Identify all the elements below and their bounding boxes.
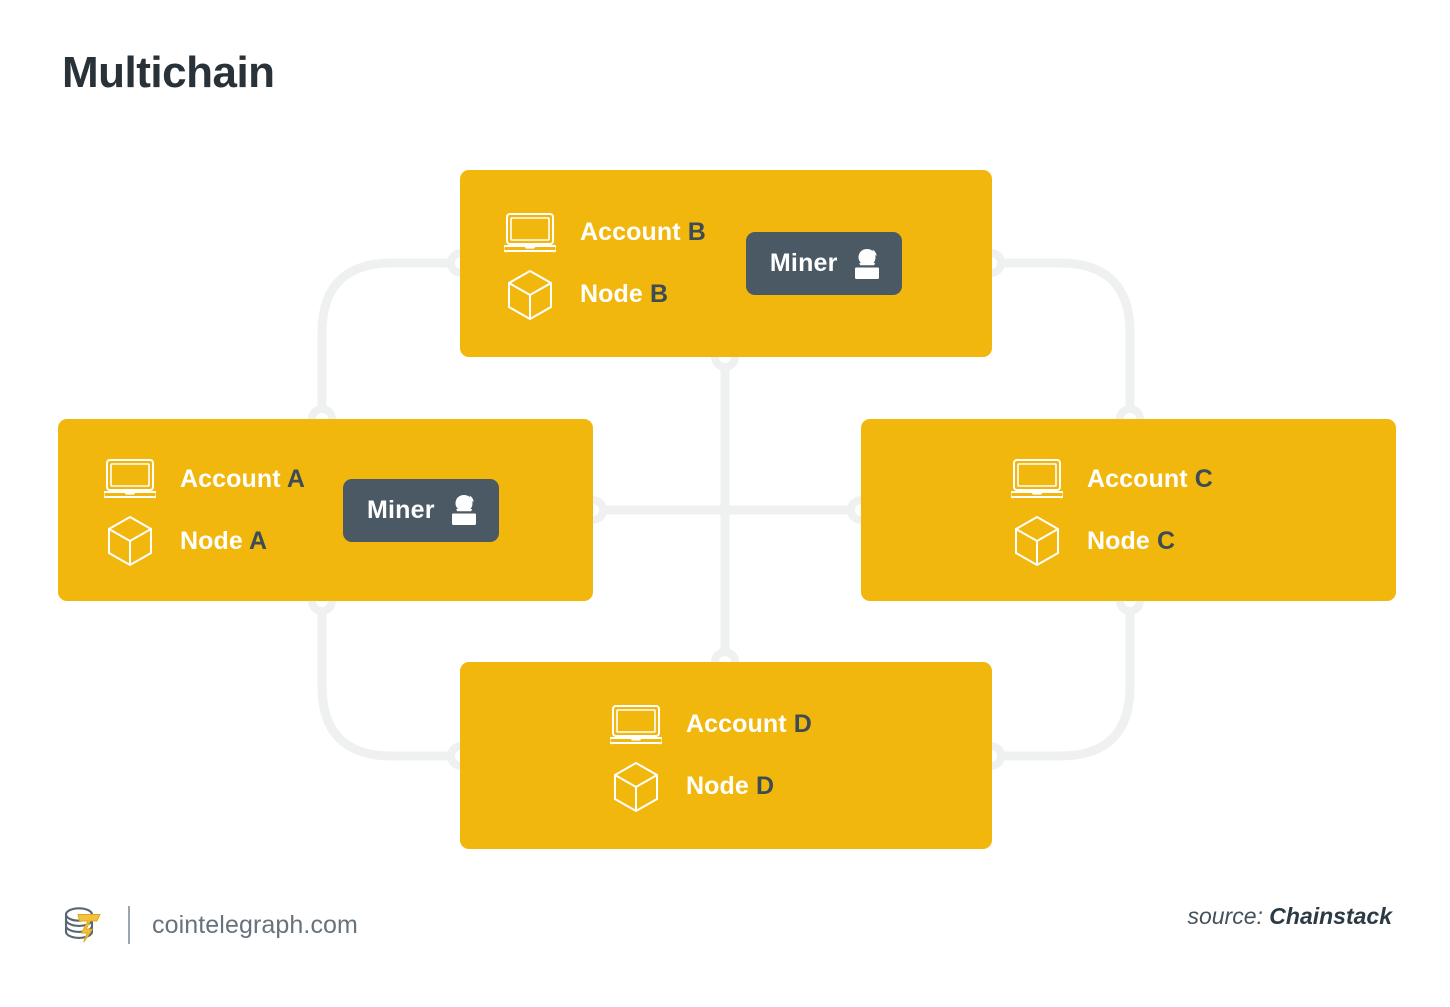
node-a-account-tag: A xyxy=(286,464,305,493)
laptop-icon xyxy=(502,209,558,257)
node-c-node-tag: C xyxy=(1156,526,1176,555)
cointelegraph-coin-logo xyxy=(60,902,106,948)
node-a-node-row: Node A xyxy=(102,515,305,567)
footer: cointelegraph.com source: Chainstack xyxy=(0,895,1450,965)
laptop-icon xyxy=(608,701,664,749)
miner-badge-b-label: Miner xyxy=(769,249,838,277)
node-d-account-row: Account D xyxy=(608,699,812,751)
node-d-account-label: Account D xyxy=(686,710,812,738)
node-d-node-label: Node D xyxy=(686,772,775,800)
node-b-node-label: Node B xyxy=(580,280,669,308)
cube-icon xyxy=(1009,515,1065,567)
footer-source-prefix: source: xyxy=(1187,903,1263,929)
miner-badge-b[interactable]: Miner xyxy=(745,232,902,295)
node-d-node-tag: D xyxy=(755,772,775,800)
cube-icon xyxy=(502,269,558,320)
miner-person-icon xyxy=(852,247,882,281)
connector-c-to-d xyxy=(986,596,1135,761)
node-b-rows: Account B Node B xyxy=(502,207,706,321)
connector-b-to-c xyxy=(986,258,1135,424)
node-card-b[interactable]: Account B Node B xyxy=(460,170,992,357)
footer-brand: cointelegraph.com xyxy=(60,895,358,955)
node-b-content: Account B Node B xyxy=(502,207,706,321)
node-b-account-label: Account B xyxy=(580,218,706,246)
node-a-account-label: Account A xyxy=(180,464,305,493)
node-b-node-row: Node B xyxy=(502,269,706,321)
footer-source-name: Chainstack xyxy=(1269,903,1392,929)
laptop-icon xyxy=(102,455,158,503)
node-c-node-label: Node C xyxy=(1087,526,1176,555)
node-a-node-label: Node A xyxy=(180,526,268,555)
miner-badge-a[interactable]: Miner xyxy=(342,478,499,542)
cube-icon xyxy=(102,515,158,567)
miner-badge-a-label: Miner xyxy=(366,495,435,524)
node-b-account-row: Account B xyxy=(502,207,706,259)
connector-b-to-a xyxy=(317,258,466,424)
node-a-content: Account A Node A xyxy=(102,453,305,567)
node-c-account-label: Account C xyxy=(1087,464,1213,493)
node-a-rows: Account A Node A xyxy=(102,453,305,567)
node-b-account-tag: B xyxy=(687,218,706,246)
node-card-a[interactable]: Account A Node A xyxy=(58,419,593,601)
node-d-rows: Account D Node D xyxy=(608,699,812,813)
node-d-account-tag: D xyxy=(793,710,812,738)
node-card-d[interactable]: Account D Node D xyxy=(460,662,992,849)
footer-url[interactable]: cointelegraph.com xyxy=(152,910,358,939)
page-title: Multichain xyxy=(62,48,275,97)
footer-divider xyxy=(128,906,130,944)
node-c-content: Account C Node C xyxy=(1009,453,1213,567)
node-d-content: Account D Node D xyxy=(608,699,812,813)
node-c-node-row: Node C xyxy=(1009,515,1213,567)
cube-icon xyxy=(608,761,664,812)
node-c-account-row: Account C xyxy=(1009,453,1213,505)
connector-a-to-d xyxy=(317,596,466,761)
laptop-icon xyxy=(1009,455,1065,503)
node-d-node-row: Node D xyxy=(608,761,812,813)
node-c-account-tag: C xyxy=(1194,464,1213,493)
miner-person-icon xyxy=(449,493,479,527)
node-a-account-row: Account A xyxy=(102,453,305,505)
node-card-c[interactable]: Account C Node C xyxy=(861,419,1396,601)
node-b-node-tag: B xyxy=(649,280,669,308)
node-c-rows: Account C Node C xyxy=(1009,453,1213,567)
node-a-node-tag: A xyxy=(249,526,268,555)
footer-source: source: Chainstack xyxy=(1187,903,1392,930)
